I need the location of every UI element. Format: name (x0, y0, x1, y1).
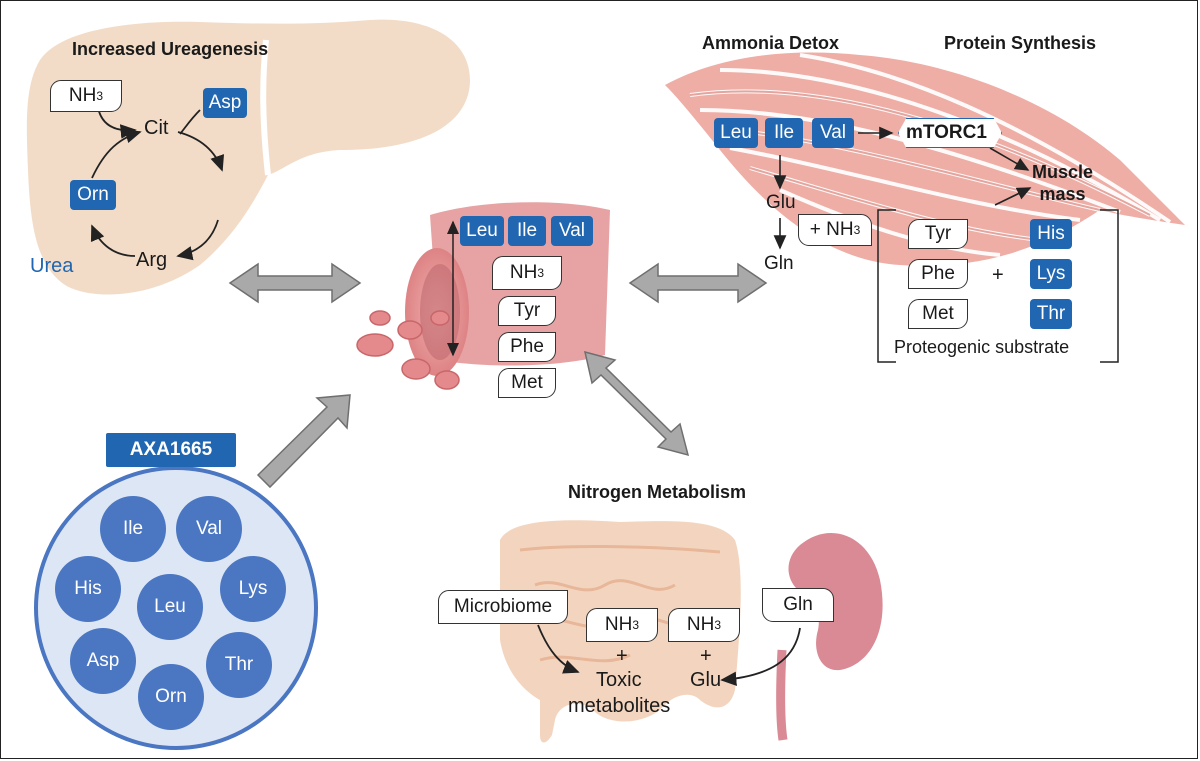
muscle-met-tag: Met (908, 299, 968, 329)
blood-leu-box: Leu (460, 216, 504, 246)
muscle-lys-box: Lys (1030, 259, 1072, 289)
muscle-plus-sign: + (992, 264, 1004, 286)
gut-nh3-left-text: NH (604, 614, 633, 635)
liver-arg: Arg (136, 249, 168, 271)
muscle-title-ammonia-detox: Ammonia Detox (702, 33, 840, 53)
blood-val-box: Val (551, 216, 593, 246)
exchange-arrows (228, 262, 768, 489)
muscle-plus-nh3-text: + NH (809, 219, 854, 240)
liver-title: Increased Ureagenesis (72, 39, 269, 59)
gut-metabolites: metabolites (568, 695, 671, 717)
blood-met-tag: Met (498, 368, 556, 398)
gut-nh3-left-sub: 3 (632, 618, 640, 632)
blood-tyr-tag: Tyr (498, 296, 556, 326)
supplement-label: AXA1665 (106, 433, 236, 467)
pill-asp: Asp (70, 628, 136, 694)
blood-nh3-sub: 3 (537, 266, 545, 280)
gut-pathway-arrows (537, 624, 801, 686)
supplement-to-blood-arrow (256, 394, 351, 489)
liver-urea: Urea (30, 255, 74, 277)
liver-orn-box: Orn (70, 180, 116, 210)
muscle-glu: Glu (766, 192, 796, 213)
gut-plus-right: + (700, 645, 712, 667)
liver-nh3-text: NH (68, 85, 97, 106)
liver-illustration (26, 19, 470, 295)
pill-orn: Orn (138, 664, 204, 730)
blood-ile-box: Ile (508, 216, 546, 246)
liver-blood-double-arrow (228, 262, 362, 304)
kidney-illustration (776, 532, 883, 741)
proteogenic-substrate-label: Proteogenic substrate (894, 337, 1070, 357)
gut-glu: Glu (690, 669, 722, 691)
gut-title: Nitrogen Metabolism (568, 482, 747, 502)
kidney-gln-tag: Gln (762, 588, 834, 622)
muscle-title-protein-synthesis: Protein Synthesis (944, 33, 1097, 53)
liver-nh3-sub: 3 (96, 89, 104, 103)
liver-asp-box: Asp (203, 88, 247, 118)
muscle-leu-box: Leu (714, 118, 758, 148)
muscle-phe-tag: Phe (908, 259, 968, 289)
muscle-tyr-tag: Tyr (908, 219, 968, 249)
pill-thr: Thr (206, 632, 272, 698)
liver-cit: Cit (144, 117, 169, 139)
gut-nh3-right-sub: 3 (714, 618, 722, 632)
substrate-bracket (877, 209, 1119, 363)
muscle-ile-box: Ile (765, 118, 803, 148)
urea-cycle-arrows (90, 107, 225, 261)
pill-ile: Ile (100, 496, 166, 562)
blood-phe-tag: Phe (498, 332, 556, 362)
muscle-his-box: His (1030, 219, 1072, 249)
gut-microbiome-tag: Microbiome (438, 590, 568, 624)
muscle-thr-box: Thr (1030, 299, 1072, 329)
muscle-gln: Gln (764, 253, 794, 274)
mtorc1-label: mTORC1 (906, 122, 987, 143)
pill-his: His (55, 556, 121, 622)
pill-val: Val (176, 496, 242, 562)
gut-toxic: Toxic (596, 669, 642, 691)
pill-leu: Leu (137, 574, 203, 640)
gut-plus-left: + (616, 645, 628, 667)
blood-nh3-text: NH (509, 262, 538, 283)
blood-muscle-double-arrow (628, 262, 768, 304)
pill-lys: Lys (220, 556, 286, 622)
muscle-plus-nh3-sub: 3 (853, 223, 861, 237)
muscle-illustration (665, 52, 1185, 266)
muscle-mass-label: Muscle mass (1032, 162, 1094, 204)
muscle-pathway-arrows (773, 126, 1032, 250)
blood-gut-double-arrow (583, 350, 690, 457)
gut-nh3-right-text: NH (686, 614, 715, 635)
mtorc1-hexagon (898, 118, 1002, 148)
muscle-val-box: Val (812, 118, 854, 148)
